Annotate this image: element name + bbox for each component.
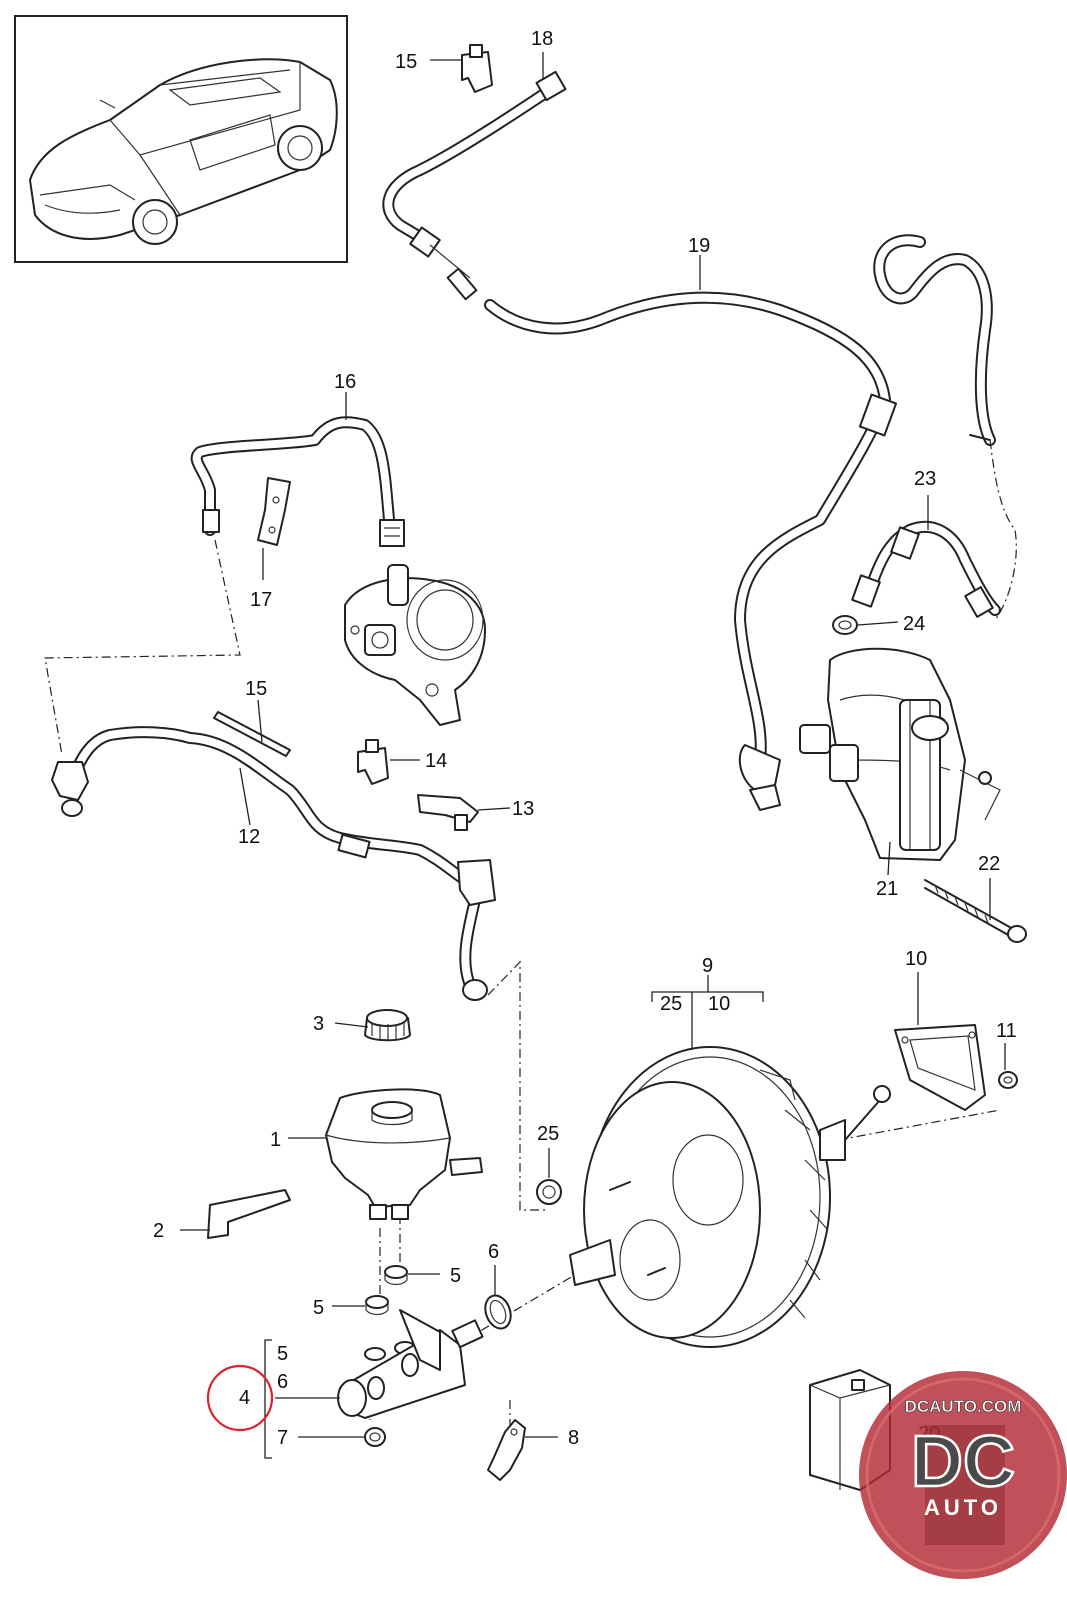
hose-16 xyxy=(190,416,405,547)
callout-25: 25 xyxy=(537,1123,559,1145)
callout-5: 5 xyxy=(277,1343,288,1365)
watermark-site: DCAUTO.COM xyxy=(905,1397,1022,1416)
callout-3: 3 xyxy=(313,1013,324,1035)
clip-2 xyxy=(207,1189,291,1239)
callout-6: 6 xyxy=(488,1241,499,1263)
reservoir-cap-3 xyxy=(364,1009,411,1042)
callout-5: 5 xyxy=(450,1265,461,1287)
callout-8: 8 xyxy=(568,1427,579,1449)
callout-2: 2 xyxy=(153,1220,164,1242)
watermark-mark: DC xyxy=(911,1422,1015,1502)
callout-9: 9 xyxy=(702,955,713,977)
sensor-13 xyxy=(417,794,479,831)
callout-5: 5 xyxy=(313,1297,324,1319)
callout-6: 6 xyxy=(277,1371,288,1393)
callout-7: 7 xyxy=(277,1427,288,1449)
watermark-logo: DCAUTO.COM DC AUTO xyxy=(859,1371,1067,1579)
callout-15: 15 xyxy=(245,678,267,700)
callout-18: 18 xyxy=(531,28,553,50)
callout-24: 24 xyxy=(903,613,925,635)
hose-right xyxy=(832,234,1017,635)
callout-10: 10 xyxy=(708,993,730,1015)
nut-11 xyxy=(998,1071,1018,1089)
leader-lines xyxy=(180,52,1006,1459)
callout-21: 21 xyxy=(876,878,898,900)
callout-11: 11 xyxy=(996,1020,1017,1042)
callout-23: 23 xyxy=(914,468,936,490)
master-cylinder-4 xyxy=(337,1309,484,1419)
callout-25: 25 xyxy=(660,993,682,1015)
clip-15-top xyxy=(461,44,493,93)
callout-14: 14 xyxy=(425,750,447,772)
pump-21 xyxy=(799,647,1001,861)
bracket-17 xyxy=(257,477,291,546)
grommet-25 xyxy=(536,1179,562,1205)
gasket-10 xyxy=(894,1024,986,1111)
hose-12 xyxy=(51,726,496,1001)
watermark-word: AUTO xyxy=(924,1495,1002,1520)
dashed-leaders xyxy=(44,539,1001,1425)
callout-19: 19 xyxy=(688,235,710,257)
callout-13: 13 xyxy=(512,798,534,820)
vehicle-thumbnail xyxy=(14,15,348,263)
callout-10: 10 xyxy=(905,948,927,970)
brake-booster-9 xyxy=(569,1046,891,1348)
clip-14 xyxy=(357,739,389,785)
highlight-circle xyxy=(206,1364,274,1432)
callout-22: 22 xyxy=(978,853,1000,875)
callout-1: 1 xyxy=(270,1129,281,1151)
vacuum-pump xyxy=(344,564,486,726)
clip-15 xyxy=(213,711,291,757)
o-ring-6 xyxy=(484,1294,512,1330)
nut-7 xyxy=(364,1427,386,1447)
reservoir-1 xyxy=(325,1088,483,1220)
callout-15: 15 xyxy=(395,51,417,73)
seals-5 xyxy=(364,1265,416,1361)
callout-17: 17 xyxy=(250,589,272,611)
vacuum-hose-18-19 xyxy=(382,70,898,811)
bolt-22 xyxy=(924,879,1027,943)
bracket-8 xyxy=(487,1419,526,1481)
callout-16: 16 xyxy=(334,371,356,393)
callout-12: 12 xyxy=(238,826,260,848)
callout-4: 4 xyxy=(239,1387,250,1409)
